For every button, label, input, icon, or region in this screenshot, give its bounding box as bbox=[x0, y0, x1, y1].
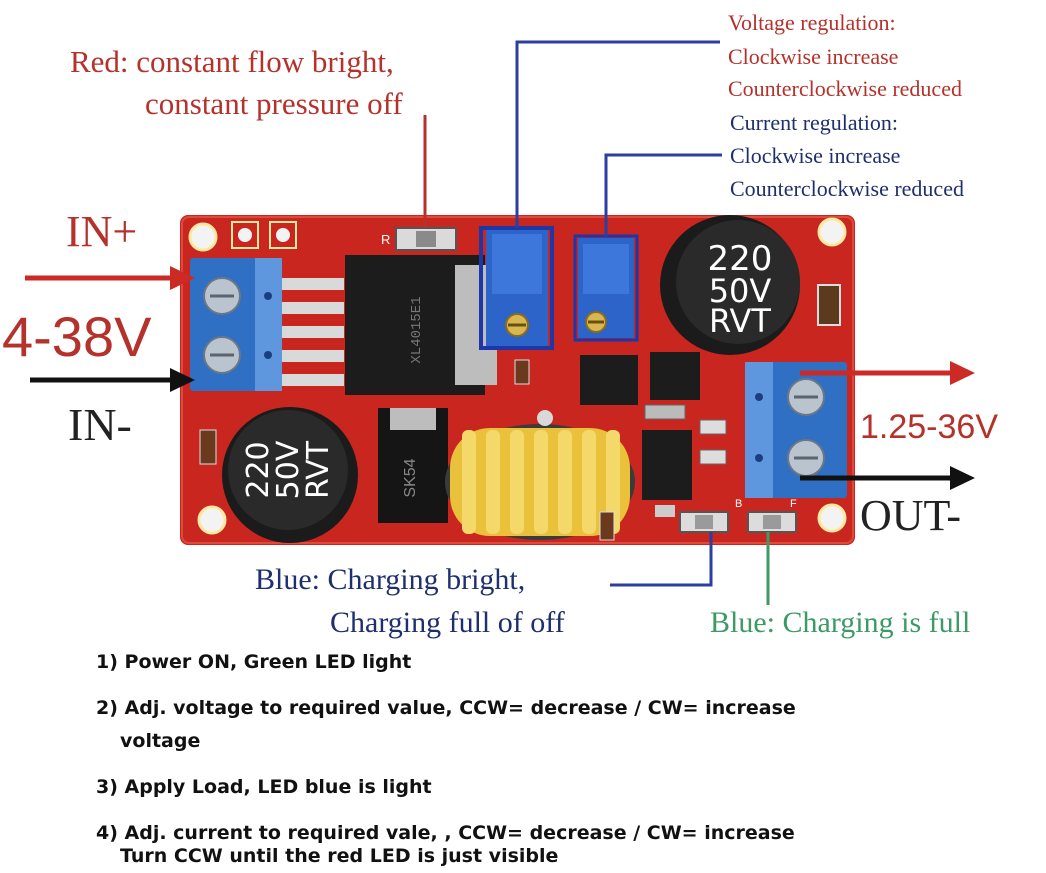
svg-text:220: 220 bbox=[241, 441, 276, 498]
status-leds: B F bbox=[599, 498, 797, 541]
voltage-potentiometer bbox=[479, 226, 554, 350]
output-voltage-label: 1.25-36V bbox=[860, 408, 998, 446]
red-led-label-line2: constant pressure off bbox=[145, 86, 403, 121]
blue-full-label: Blue: Charging is full bbox=[710, 606, 971, 639]
current-cw-label: Clockwise increase bbox=[730, 143, 901, 168]
current-regulation-title: Current regulation: bbox=[730, 110, 899, 135]
capacitor-bottom: 220 50V RVT bbox=[222, 407, 358, 543]
mounting-holes bbox=[188, 217, 847, 535]
output-plus-arrow bbox=[800, 361, 975, 385]
blue-charging-label-line2: Charging full of off bbox=[330, 606, 565, 639]
instruction-step-3: 3) Apply Load, LED blue is light bbox=[96, 776, 432, 798]
current-ccw-label: Counterclockwise reduced bbox=[730, 176, 964, 201]
instruction-step-2-cont: voltage bbox=[120, 730, 201, 752]
annotation-lines bbox=[423, 40, 770, 605]
svg-text:RVT: RVT bbox=[709, 302, 771, 340]
svg-text:B: B bbox=[735, 498, 742, 510]
input-voltage-label: 4-38V bbox=[2, 305, 152, 368]
instruction-step-4-cont: Turn CCW until the red LED is just visib… bbox=[120, 845, 559, 867]
output-terminal-block bbox=[745, 362, 847, 498]
instruction-step-4: 4) Adj. current to required vale, , CCW=… bbox=[96, 822, 795, 844]
current-potentiometer bbox=[573, 234, 639, 342]
red-led: R bbox=[381, 227, 457, 251]
svg-text:RVT: RVT bbox=[301, 440, 336, 499]
svg-text:F: F bbox=[790, 498, 797, 510]
capacitor-top: 220 50V RVT bbox=[660, 215, 800, 355]
input-minus-label: IN- bbox=[68, 399, 132, 450]
output-minus-label: OUT- bbox=[860, 491, 962, 540]
output-minus-arrow bbox=[800, 466, 975, 490]
input-plus-arrow bbox=[25, 266, 195, 290]
blue-charging-label-line1: Blue: Charging bright, bbox=[255, 563, 526, 596]
svg-text:50V: 50V bbox=[709, 272, 772, 310]
chip-marking: XL4015E1 bbox=[409, 296, 425, 363]
svg-text:50V: 50V bbox=[271, 440, 306, 499]
svg-text:220: 220 bbox=[708, 239, 773, 279]
schottky-diode: SK54 bbox=[378, 408, 448, 523]
svg-text:R: R bbox=[381, 232, 390, 247]
smd-components bbox=[199, 284, 841, 500]
input-minus-arrow bbox=[30, 368, 195, 392]
instruction-step-1: 1) Power ON, Green LED light bbox=[96, 651, 412, 673]
voltage-regulation-title: Voltage regulation: bbox=[728, 10, 896, 35]
inductor-coil bbox=[445, 410, 635, 540]
instruction-step-2: 2) Adj. voltage to required value, CCW= … bbox=[96, 697, 796, 719]
input-plus-label: IN+ bbox=[66, 207, 138, 256]
input-terminal-block bbox=[190, 258, 282, 391]
svg-text:SK54: SK54 bbox=[402, 458, 419, 497]
red-led-label-line1: Red: constant flow bright, bbox=[70, 44, 394, 79]
voltage-cw-label: Clockwise increase bbox=[728, 44, 899, 69]
voltage-ccw-label: Counterclockwise reduced bbox=[728, 76, 962, 101]
